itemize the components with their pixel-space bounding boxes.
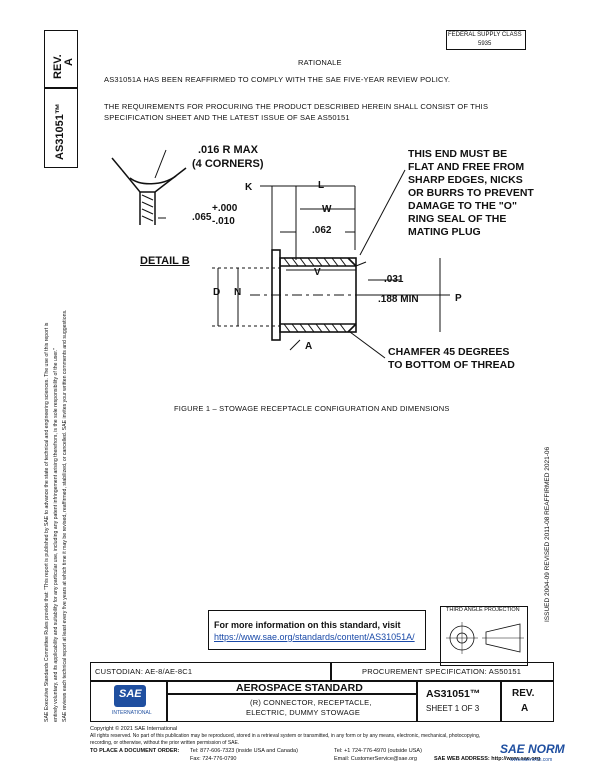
- sae-logo-icon: [114, 685, 146, 707]
- title-block-divider-2: [166, 680, 168, 722]
- right-margin-dates: ISSUED 2004-09 REVISED 2011-08 REAFFIRME…: [544, 446, 551, 622]
- standard-title: AEROSPACE STANDARD: [236, 682, 363, 694]
- footer-web[interactable]: SAE WEB ADDRESS: http://www.sae.org: [434, 756, 541, 762]
- footer-tel-1: Tel: 877-606-7323 (inside USA and Canada…: [190, 748, 298, 754]
- label-n: N: [234, 287, 242, 298]
- label-a: A: [305, 341, 313, 352]
- sae-logo-text: SAE: [119, 688, 142, 700]
- chamfer-note: CHAMFER 45 DEGREES TO BOTTOM OF THREAD: [388, 346, 515, 371]
- requirements-text: THE REQUIREMENTS FOR PROCURING THE PRODU…: [104, 102, 489, 122]
- info-box: [208, 610, 426, 650]
- tol-plus: +.000: [212, 203, 238, 214]
- receptacle-drawing: [111, 149, 450, 359]
- rationale-text: AS31051A HAS BEEN REAFFIRMED TO COMPLY W…: [104, 75, 451, 84]
- description-line-2: ELECTRIC, DUMMY STOWAGE: [246, 708, 361, 717]
- footer-fax: Fax: 724-776-0790: [190, 756, 237, 762]
- doc-number: AS31051™: [426, 688, 481, 700]
- label-188: .188 MIN: [378, 294, 419, 305]
- radius-note-1: .016 R MAX: [198, 144, 258, 156]
- watermark-sub: www.saenorm.com: [510, 757, 553, 763]
- procurement: PROCUREMENT SPECIFICATION: AS50151: [362, 667, 522, 676]
- label-p: P: [455, 293, 462, 304]
- label-d: D: [213, 287, 221, 298]
- projection-box: [440, 606, 528, 666]
- footer-order-label: TO PLACE A DOCUMENT ORDER:: [90, 748, 180, 754]
- label-031: .031: [384, 274, 404, 285]
- footer-tel-2: Tel: +1 724-776-4970 (outside USA): [334, 748, 422, 754]
- projection-label: THIRD ANGLE PROJECTION: [446, 607, 520, 613]
- thread-hatch: [283, 257, 347, 333]
- docnum-strip-box: [44, 88, 78, 168]
- title-block-divider-4: [500, 680, 502, 722]
- watermark-text: SAE NORM: [500, 742, 565, 756]
- title-block-divider-1: [330, 662, 332, 680]
- info-text: For more information on this standard, v…: [214, 620, 401, 630]
- doc-number-vertical: AS31051™: [54, 103, 66, 160]
- title-block: [90, 662, 554, 722]
- rev-strip-box: [44, 30, 78, 88]
- detail-b-view: [111, 157, 187, 225]
- rev-value-vertical: A: [63, 58, 75, 66]
- custodian: CUSTODIAN: AE-8/AE-8C1: [95, 667, 193, 676]
- fsc-label: FEDERAL SUPPLY CLASS: [448, 32, 522, 38]
- detail-label: DETAIL B: [140, 255, 190, 267]
- fsc-box: [446, 30, 526, 50]
- sheet-number: SHEET 1 OF 3: [426, 704, 480, 713]
- fsc-code: 5935: [478, 41, 492, 47]
- dimension-lines: [260, 185, 356, 260]
- label-k: K: [245, 182, 253, 193]
- title-block-line-2: [166, 693, 416, 695]
- rationale-title: RATIONALE: [298, 58, 342, 67]
- title-block-divider-3: [416, 680, 418, 722]
- tol-value: .065: [192, 212, 212, 223]
- label-l: L: [318, 180, 325, 191]
- tol-minus: -.010: [212, 216, 235, 227]
- label-062: .062: [312, 225, 332, 236]
- sae-logo-sub: INTERNATIONAL: [112, 710, 152, 716]
- end-note: THIS END MUST BE FLAT AND FREE FROM SHAR…: [408, 148, 534, 238]
- footer-copyright: Copyright © 2021 SAE International: [90, 726, 178, 732]
- title-block-line-1: [90, 680, 554, 682]
- info-link[interactable]: https://www.sae.org/standards/content/AS…: [214, 632, 415, 642]
- label-w: W: [322, 204, 332, 215]
- footer-rights-2: recording, or otherwise, without the pri…: [90, 740, 240, 746]
- rev-label: REV.: [512, 688, 535, 699]
- radius-note-2: (4 CORNERS): [192, 158, 264, 170]
- projection-symbol: [446, 622, 524, 654]
- figure-caption: FIGURE 1 – STOWAGE RECEPTACLE CONFIGURAT…: [174, 404, 450, 413]
- footer-email: Email: CustomerService@sae.org: [334, 756, 417, 762]
- footer-rights-1: All rights reserved. No part of this pub…: [90, 733, 481, 739]
- rev-value: A: [521, 703, 529, 714]
- description-line-1: (R) CONNECTOR, RECEPTACLE,: [250, 698, 372, 707]
- detail-b-hatch: [141, 194, 154, 222]
- label-v: V: [314, 267, 321, 278]
